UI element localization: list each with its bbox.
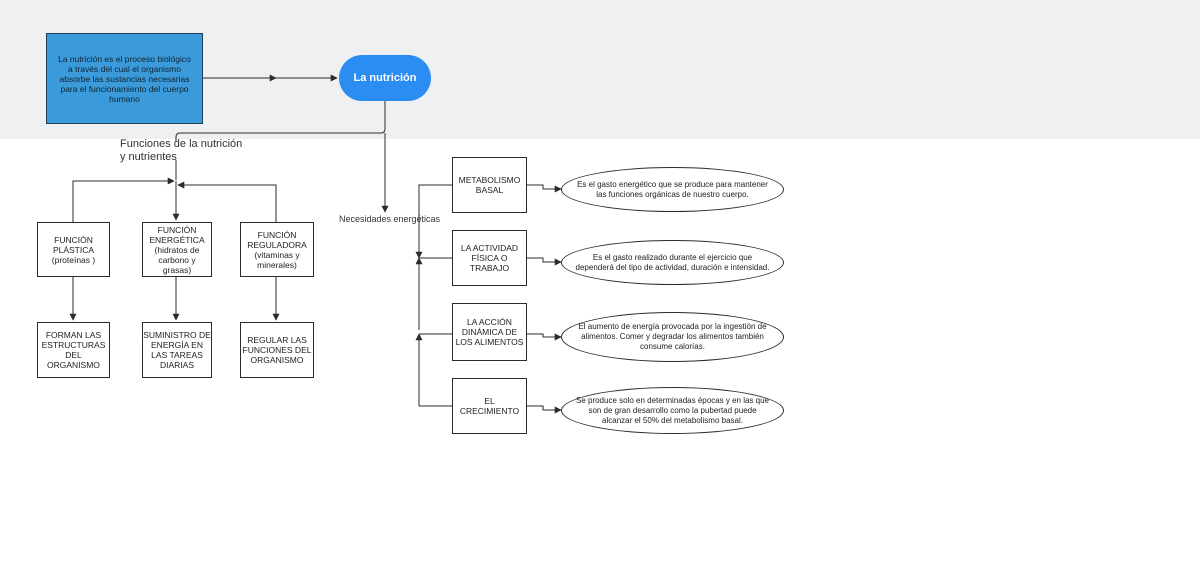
needs-branch-label: Necesidades energéticas [339,214,441,224]
need-crecimiento-description[interactable]: Se produce solo en determinadas épocas y… [561,387,784,434]
need-accion-dinamica-label: LA ACCIÓN DINÁMICA DE LOS ALIMENTOS [455,317,524,347]
result-energetica-label: SUMINISTRO DE ENERGÍA EN LAS TAREAS DIAR… [143,330,211,370]
function-energetica-box[interactable]: FUNCIÓN ENERGÉTICA (hidratos de carbono … [142,222,212,277]
need-metabolismo-basal-box[interactable]: METABOLISMO BASAL [452,157,527,213]
need-crecimiento-label: EL CRECIMIENTO [459,396,520,416]
need-crecimiento-description-text: Se produce solo en determinadas épocas y… [575,395,769,425]
reguladora-to-hub-connector [177,181,277,222]
need-2-arrow [527,257,562,266]
plastica-to-hub-connector [72,177,175,222]
need-accion-dinamica-box[interactable]: LA ACCIÓN DINÁMICA DE LOS ALIMENTOS [452,303,527,361]
function-reguladora-label: FUNCIÓN REGULADORA (vitaminas y minerale… [247,229,307,270]
central-to-functions-connector [175,101,386,142]
central-node-label: La nutrición [353,72,417,84]
need-actividad-fisica-description[interactable]: Es el gasto realizado durante el ejercic… [561,240,784,285]
need-actividad-fisica-label: LA ACTIVIDAD FÍSICA O TRABAJO [460,243,519,273]
functions-branch-label: Funciones de la nutrición y nutrientes [120,138,243,163]
need-metabolismo-basal-description-text: Es el gasto energético que se produce pa… [577,179,768,199]
function-plastica-box[interactable]: FUNCIÓN PLÁSTICA (proteínas ) [37,222,110,277]
function-plastica-label: FUNCIÓN PLÁSTICA (proteínas ) [51,234,96,265]
need-1-arrow [527,184,562,193]
need-accion-dinamica-description-text: El aumento de energía provocada por la i… [578,322,767,351]
intro-definition-text: La nutrición es el proceso biológico a t… [58,53,191,104]
need-metabolismo-basal-label: METABOLISMO BASAL [458,175,521,195]
result-reguladora-box[interactable]: REGULAR LAS FUNCIONES DEL ORGANISMO [240,322,314,378]
need-4-arrow [527,405,562,414]
intro-definition-box[interactable]: La nutrición es el proceso biológico a t… [46,33,203,124]
needs-spine-top [415,184,452,259]
need-crecimiento-box[interactable]: EL CRECIMIENTO [452,378,527,434]
result-energetica-box[interactable]: SUMINISTRO DE ENERGÍA EN LAS TAREAS DIAR… [142,322,212,378]
result-reguladora-label: REGULAR LAS FUNCIONES DEL ORGANISMO [242,335,312,365]
need-3-arrow [527,333,562,341]
need-accion-dinamica-description[interactable]: El aumento de energía provocada por la i… [561,312,784,362]
need-actividad-fisica-description-text: Es el gasto realizado durante el ejercic… [575,252,770,272]
function-reguladora-box[interactable]: FUNCIÓN REGULADORA (vitaminas y minerale… [240,222,314,277]
need-metabolismo-basal-description[interactable]: Es el gasto energético que se produce pa… [561,167,784,212]
result-plastica-label: FORMAN LAS ESTRUCTURAS DEL ORGANISMO [41,330,106,370]
function-energetica-label: FUNCIÓN ENERGÉTICA (hidratos de carbono … [149,224,205,275]
need-actividad-fisica-box[interactable]: LA ACTIVIDAD FÍSICA O TRABAJO [452,230,527,286]
result-plastica-box[interactable]: FORMAN LAS ESTRUCTURAS DEL ORGANISMO [37,322,110,378]
central-node[interactable]: La nutrición [339,55,431,101]
